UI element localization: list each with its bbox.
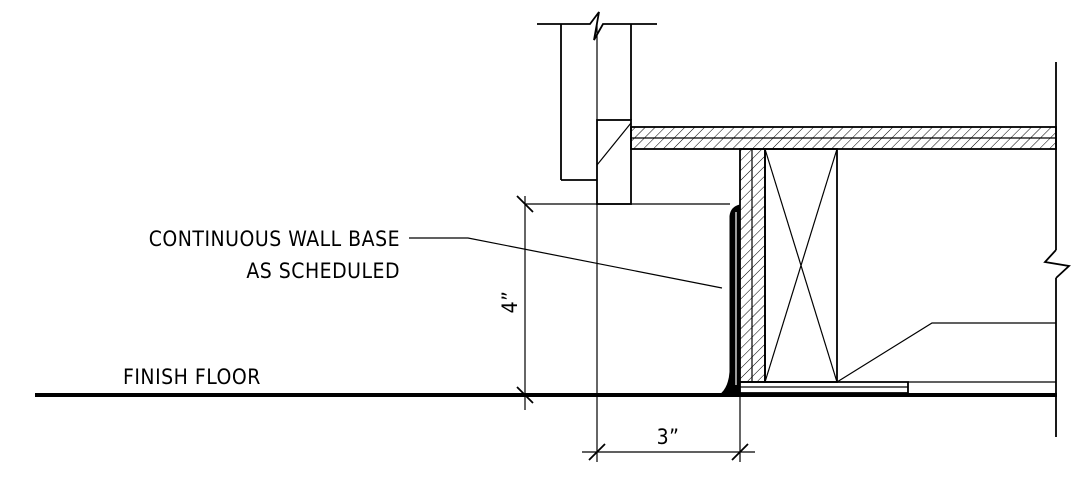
bottom-plate xyxy=(739,381,909,394)
wall-base-label-line1: CONTINUOUS WALL BASE xyxy=(149,227,400,251)
finish-floor-label: FINISH FLOOR xyxy=(123,365,261,389)
height-dimension-label: 4” xyxy=(498,291,522,314)
right-wall-elements xyxy=(836,62,1071,437)
vertical-sheathing xyxy=(739,148,766,383)
width-dimension-label: 3” xyxy=(657,425,680,449)
framing-member xyxy=(764,148,838,383)
upper-wall-section xyxy=(537,11,657,181)
height-dimension xyxy=(516,195,730,410)
continuous-wall-base xyxy=(720,204,741,394)
wall-base-label-line2: AS SCHEDULED xyxy=(246,259,400,283)
width-dimension xyxy=(582,204,755,462)
wall-base-leader xyxy=(409,237,723,289)
horizontal-sheathing xyxy=(630,126,1057,150)
blocking-member xyxy=(596,119,632,205)
